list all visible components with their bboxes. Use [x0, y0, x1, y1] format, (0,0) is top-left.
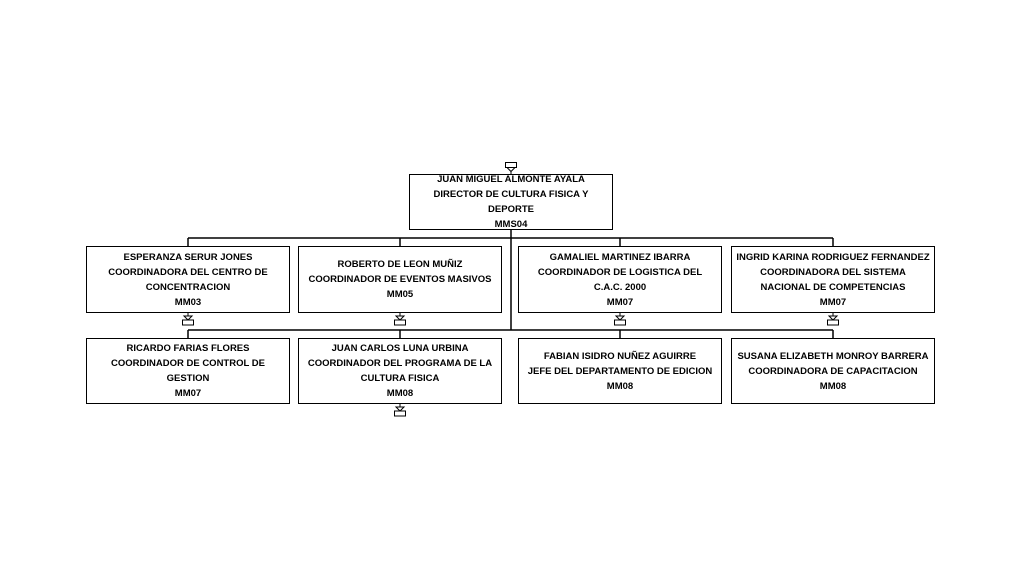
expand-marker-icon[interactable]: [394, 313, 406, 326]
expand-marker-icon[interactable]: [827, 313, 839, 326]
node-code: MMS04: [494, 219, 528, 230]
node-title: COORDINADOR DE LOGISTICA DEL C.A.C. 2000: [537, 266, 703, 293]
org-node-director[interactable]: JUAN MIGUEL ALMONTE AYALA DIRECTOR DE CU…: [409, 174, 613, 230]
org-node[interactable]: ROBERTO DE LEON MUÑIZ COORDINADOR DE EVE…: [298, 246, 502, 313]
node-code: MM03: [174, 296, 202, 308]
node-code: MM07: [606, 296, 634, 308]
node-code: MM08: [386, 388, 414, 399]
node-title: COORDINADOR DEL PROGRAMA DE LA CULTURA F…: [307, 358, 493, 384]
node-title: COORDINADORA DE CAPACITACION: [748, 365, 918, 377]
node-name: INGRID KARINA RODRIGUEZ FERNANDEZ: [736, 251, 930, 263]
expand-marker-icon[interactable]: [394, 404, 406, 417]
node-name: SUSANA ELIZABETH MONROY BARRERA: [737, 350, 929, 362]
node-code: MM08: [819, 380, 847, 392]
org-node[interactable]: INGRID KARINA RODRIGUEZ FERNANDEZ COORDI…: [731, 246, 935, 313]
node-code: MM07: [174, 388, 202, 399]
node-code: MM05: [386, 289, 414, 300]
node-name: ROBERTO DE LEON MUÑIZ: [337, 259, 463, 270]
node-title: JEFE DEL DEPARTAMENTO DE EDICION: [527, 365, 713, 377]
node-code: MM08: [606, 380, 634, 392]
node-name: FABIAN ISIDRO NUÑEZ AGUIRRE: [543, 350, 697, 362]
node-title: COORDINADORA DEL SISTEMA NACIONAL DE COM…: [760, 266, 906, 293]
node-name: JUAN MIGUEL ALMONTE AYALA: [437, 174, 585, 185]
node-title: COORDINADOR DE EVENTOS MASIVOS: [308, 274, 492, 285]
org-node[interactable]: RICARDO FARIAS FLORES COORDINADOR DE CON…: [86, 338, 290, 404]
expand-marker-icon[interactable]: [182, 313, 194, 326]
org-node[interactable]: FABIAN ISIDRO NUÑEZ AGUIRRE JEFE DEL DEP…: [518, 338, 722, 404]
org-node[interactable]: GAMALIEL MARTINEZ IBARRA COORDINADOR DE …: [518, 246, 722, 313]
org-node[interactable]: JUAN CARLOS LUNA URBINA COORDINADOR DEL …: [298, 338, 502, 404]
node-code: MM07: [819, 296, 847, 308]
org-node[interactable]: ESPERANZA SERUR JONES COORDINADORA DEL C…: [86, 246, 290, 313]
node-name: RICARDO FARIAS FLORES: [126, 343, 250, 354]
org-node[interactable]: SUSANA ELIZABETH MONROY BARRERA COORDINA…: [731, 338, 935, 404]
node-title: COORDINADOR DE CONTROL DE GESTION: [111, 358, 265, 384]
node-name: ESPERANZA SERUR JONES: [123, 251, 253, 263]
node-name: JUAN CARLOS LUNA URBINA: [331, 343, 469, 354]
node-title: DIRECTOR DE CULTURA FISICA Y DEPORTE: [433, 189, 589, 215]
node-name: GAMALIEL MARTINEZ IBARRA: [549, 251, 691, 263]
node-title: COORDINADORA DEL CENTRO DE CONCENTRACION: [108, 266, 268, 293]
expand-marker-icon[interactable]: [505, 162, 517, 175]
expand-marker-icon[interactable]: [614, 313, 626, 326]
